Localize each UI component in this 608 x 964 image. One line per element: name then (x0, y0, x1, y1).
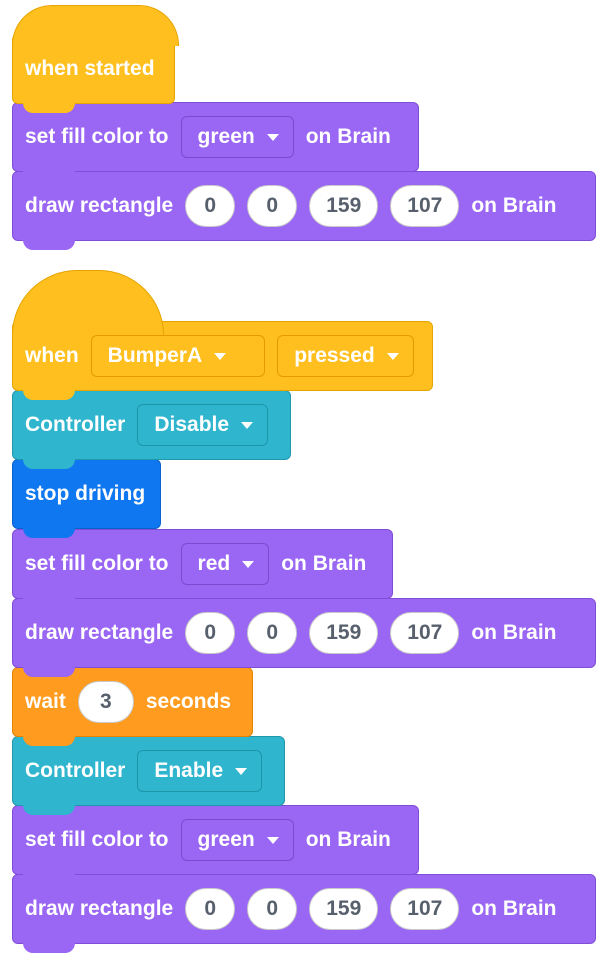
controller-dropdown[interactable]: Enable (137, 750, 263, 792)
block-suffix: on Brain (471, 897, 557, 920)
dropdown-value: pressed (294, 344, 375, 367)
dropdown-value: Enable (154, 759, 224, 782)
block-suffix: seconds (145, 690, 232, 713)
width-input[interactable]: 159 (309, 185, 379, 227)
block-tab (23, 240, 75, 250)
bumper-dropdown[interactable]: BumperA (90, 335, 266, 377)
y-input[interactable]: 0 (247, 185, 298, 227)
color-dropdown[interactable]: red (180, 543, 270, 585)
block-tab (23, 171, 75, 181)
dropdown-value: red (197, 552, 231, 575)
hat-dome (12, 5, 179, 46)
wait-block[interactable]: wait 3 seconds (12, 667, 253, 746)
block-tab (23, 874, 75, 884)
hat-label: when (25, 344, 79, 367)
block-tab (23, 736, 75, 746)
block-suffix: on Brain (305, 125, 391, 148)
controller-disable-block[interactable]: Controller Disable (12, 390, 291, 469)
caret-down-icon (266, 133, 279, 141)
draw-rectangle-block[interactable]: draw rectangle 0 0 159 107 on Brain (12, 598, 596, 677)
draw-rectangle-block[interactable]: draw rectangle 0 0 159 107 on Brain (12, 171, 596, 250)
block-label: wait (25, 690, 66, 713)
set-fill-color-block[interactable]: set fill color to green on Brain (12, 102, 419, 181)
block-suffix: on Brain (471, 621, 557, 644)
caret-down-icon (235, 767, 248, 775)
when-started-hat-block[interactable]: when started (12, 5, 179, 113)
y-input[interactable]: 0 (247, 612, 298, 654)
block-tab (23, 459, 75, 469)
color-dropdown[interactable]: green (180, 116, 294, 158)
y-input[interactable]: 0 (247, 888, 298, 930)
block-label: stop driving (25, 482, 146, 505)
block-suffix: on Brain (305, 828, 391, 851)
block-tab (23, 667, 75, 677)
block-label: draw rectangle (25, 621, 174, 644)
stop-driving-block[interactable]: stop driving (12, 459, 161, 538)
block-label: draw rectangle (25, 194, 174, 217)
state-dropdown[interactable]: pressed (277, 335, 414, 377)
block-label: draw rectangle (25, 897, 174, 920)
block-label: set fill color to (25, 828, 169, 851)
height-input[interactable]: 107 (390, 185, 460, 227)
hat-label: when started (25, 57, 155, 80)
dropdown-value: BumperA (107, 344, 203, 367)
block-tab (23, 528, 75, 538)
draw-rectangle-block[interactable]: draw rectangle 0 0 159 107 on Brain (12, 874, 596, 953)
block-label: Controller (25, 413, 126, 436)
caret-down-icon (386, 352, 399, 360)
block-label: set fill color to (25, 552, 169, 575)
x-input[interactable]: 0 (185, 612, 236, 654)
width-input[interactable]: 159 (309, 888, 379, 930)
dropdown-value: green (197, 125, 255, 148)
controller-enable-block[interactable]: Controller Enable (12, 736, 285, 815)
caret-down-icon (266, 836, 279, 844)
caret-down-icon (242, 560, 255, 568)
x-input[interactable]: 0 (185, 888, 236, 930)
controller-dropdown[interactable]: Disable (137, 404, 269, 446)
caret-down-icon (241, 421, 254, 429)
block-tab (23, 598, 75, 608)
block-suffix: on Brain (471, 194, 557, 217)
block-suffix: on Brain (281, 552, 367, 575)
caret-down-icon (214, 352, 227, 360)
width-input[interactable]: 159 (309, 612, 379, 654)
when-bumper-hat-block[interactable]: when BumperA pressed (12, 270, 433, 400)
set-fill-color-red-block[interactable]: set fill color to red on Brain (12, 529, 393, 608)
block-tab (23, 390, 75, 400)
height-input[interactable]: 107 (390, 612, 460, 654)
block-tab (23, 103, 75, 113)
set-fill-color-green-block[interactable]: set fill color to green on Brain (12, 805, 419, 884)
block-tab (23, 805, 75, 815)
color-dropdown[interactable]: green (180, 819, 294, 861)
block-label: Controller (25, 759, 126, 782)
hat-dome (12, 270, 164, 335)
block-label: set fill color to (25, 125, 169, 148)
height-input[interactable]: 107 (390, 888, 460, 930)
dropdown-value: Disable (154, 413, 230, 436)
seconds-input[interactable]: 3 (77, 681, 134, 723)
x-input[interactable]: 0 (185, 185, 236, 227)
block-tab (23, 943, 75, 953)
dropdown-value: green (197, 828, 255, 851)
